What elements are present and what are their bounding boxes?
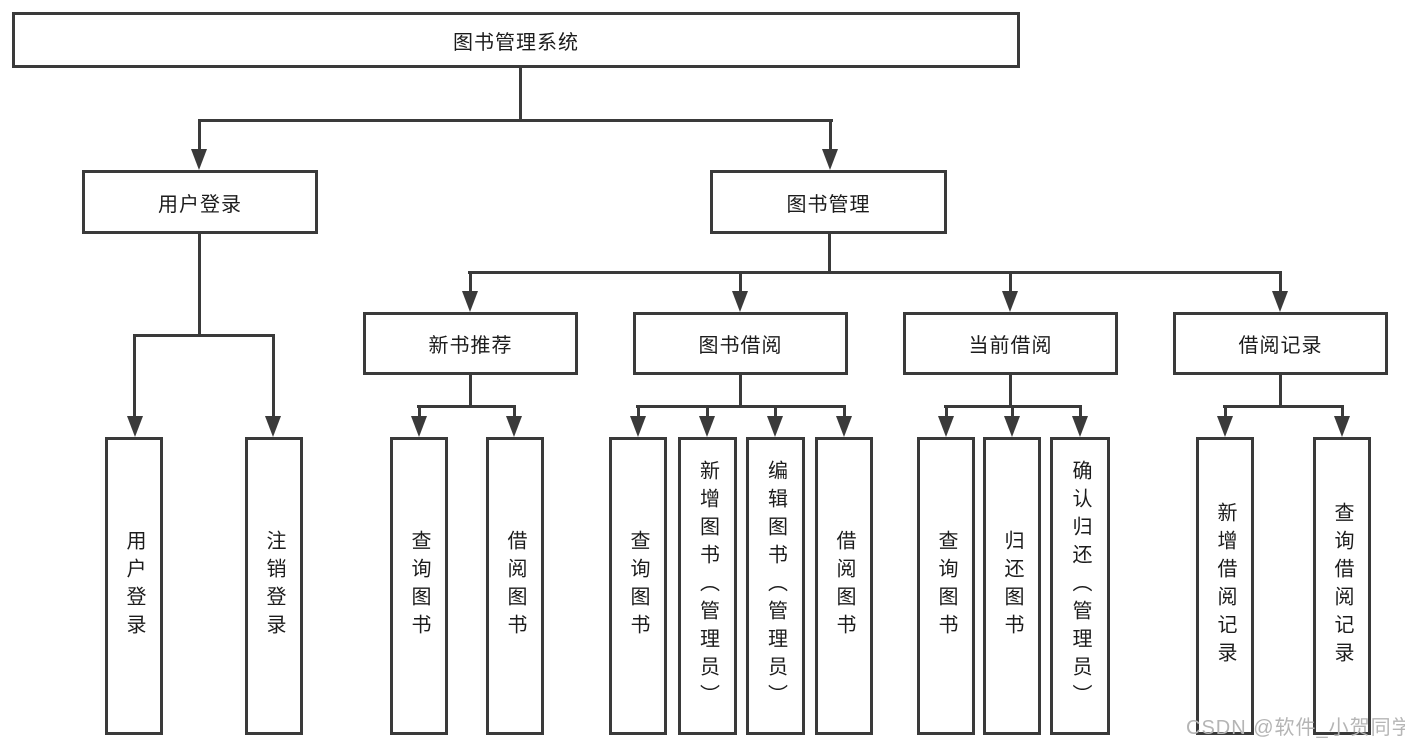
connector-line: [829, 119, 832, 152]
connector-arrow-icon: [265, 416, 281, 437]
connector-line: [1341, 405, 1344, 420]
connector-line: [519, 68, 522, 122]
connector-line: [133, 334, 275, 337]
connector-line: [1009, 375, 1012, 407]
connector-arrow-icon: [699, 416, 715, 437]
leaf-query-borrow-record: 查询借阅记录: [1313, 437, 1371, 735]
connector-arrow-icon: [938, 416, 954, 437]
connector-line: [1279, 271, 1282, 295]
connector-line: [468, 271, 1282, 274]
connector-arrow-icon: [127, 416, 143, 437]
leaf-logout: 注销登录: [245, 437, 303, 735]
connector-arrow-icon: [822, 149, 838, 170]
connector-line: [133, 334, 136, 420]
connector-line: [1223, 405, 1344, 408]
leaf-borrow-books-recommend: 借阅图书: [486, 437, 544, 735]
connector-line: [828, 234, 831, 273]
node-book-management: 图书管理: [710, 170, 947, 234]
connector-arrow-icon: [1272, 291, 1288, 312]
connector-line: [1224, 405, 1227, 420]
node-user-login: 用户登录: [82, 170, 318, 234]
connector-line: [1011, 405, 1014, 420]
connector-arrow-icon: [1002, 291, 1018, 312]
connector-line: [1279, 375, 1282, 407]
connector-line: [417, 405, 516, 408]
connector-arrow-icon: [506, 416, 522, 437]
leaf-query-books-borrowing: 查询图书: [609, 437, 667, 735]
connector-line: [513, 405, 516, 420]
connector-line: [706, 405, 709, 420]
connector-arrow-icon: [1334, 416, 1350, 437]
connector-arrow-icon: [767, 416, 783, 437]
connector-line: [198, 119, 201, 152]
leaf-return-books: 归还图书: [983, 437, 1041, 735]
node-current-borrowing: 当前借阅: [903, 312, 1118, 375]
leaf-query-books-recommend: 查询图书: [390, 437, 448, 735]
connector-line: [418, 405, 421, 420]
connector-line: [774, 405, 777, 420]
connector-arrow-icon: [1217, 416, 1233, 437]
node-borrowing-records: 借阅记录: [1173, 312, 1388, 375]
csdn-watermark: CSDN @软件_小贺同学: [1186, 717, 1405, 739]
connector-arrow-icon: [630, 416, 646, 437]
node-book-borrowing: 图书借阅: [633, 312, 848, 375]
connector-line: [637, 405, 640, 420]
leaf-confirm-return-admin: 确认归还（管理员）: [1050, 437, 1110, 735]
connector-line: [198, 234, 201, 336]
connector-arrow-icon: [1072, 416, 1088, 437]
leaf-add-borrow-record: 新增借阅记录: [1196, 437, 1254, 735]
connector-line: [636, 405, 846, 408]
node-new-book-recommend: 新书推荐: [363, 312, 578, 375]
connector-line: [945, 405, 948, 420]
leaf-add-books-admin: 新增图书（管理员）: [678, 437, 737, 735]
connector-arrow-icon: [732, 291, 748, 312]
leaf-query-books-current: 查询图书: [917, 437, 975, 735]
connector-line: [198, 119, 833, 122]
connector-arrow-icon: [836, 416, 852, 437]
leaf-borrow-books: 借阅图书: [815, 437, 873, 735]
connector-arrow-icon: [411, 416, 427, 437]
connector-arrow-icon: [1004, 416, 1020, 437]
connector-line: [469, 271, 472, 295]
connector-line: [469, 375, 472, 407]
connector-line: [272, 334, 275, 420]
connector-line: [1009, 271, 1012, 295]
node-root-library-system: 图书管理系统: [12, 12, 1020, 68]
connector-arrow-icon: [191, 149, 207, 170]
connector-line: [1079, 405, 1082, 420]
connector-line: [739, 271, 742, 295]
connector-line: [843, 405, 846, 420]
leaf-user-login: 用户登录: [105, 437, 163, 735]
leaf-edit-books-admin: 编辑图书（管理员）: [746, 437, 805, 735]
connector-arrow-icon: [462, 291, 478, 312]
connector-line: [739, 375, 742, 407]
